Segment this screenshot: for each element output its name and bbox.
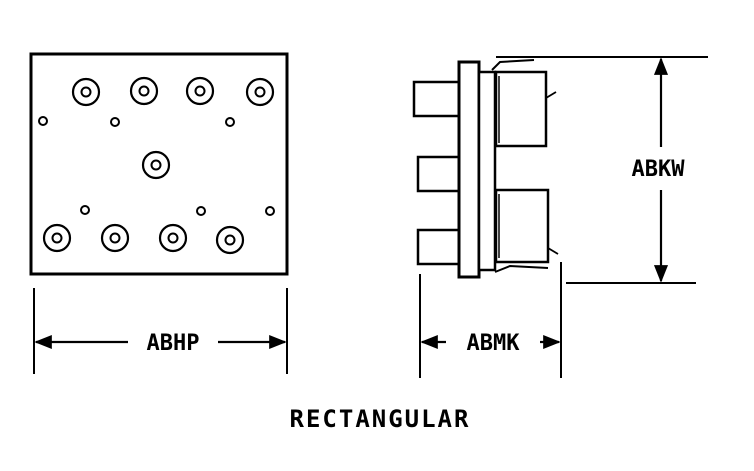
- mounting-hole: [38, 116, 48, 126]
- mounting-hole: [110, 117, 120, 127]
- contact-housing-upper: [491, 59, 557, 148]
- contact-housing-lower: [494, 188, 559, 273]
- contact-top-4: [245, 77, 275, 107]
- figure-caption: RECTANGULAR: [290, 405, 471, 433]
- contact-bottom-3: [158, 223, 188, 253]
- contact-top-2: [129, 76, 159, 106]
- connector-pin-bottom: [416, 228, 462, 266]
- dimension-abkw: ABKW: [496, 56, 708, 284]
- contact-bottom-2: [100, 223, 130, 253]
- mounting-hole: [196, 206, 206, 216]
- connector-body: [477, 70, 497, 272]
- connector-flange: [457, 60, 481, 279]
- dimension-abmk: ABMK: [419, 262, 562, 378]
- mounting-hole: [265, 206, 275, 216]
- mounting-hole: [225, 117, 235, 127]
- contact-top-3: [185, 76, 215, 106]
- mounting-hole: [80, 205, 90, 215]
- contact-bottom-4: [215, 225, 245, 255]
- contact-bottom-1: [42, 223, 72, 253]
- dimension-label-abkw: ABKW: [632, 157, 686, 182]
- connector-pin-middle: [416, 155, 462, 193]
- front-view: [29, 52, 289, 276]
- dimension-abhp: ABHP: [33, 288, 288, 374]
- contact-top-1: [71, 77, 101, 107]
- dimension-label-abhp: ABHP: [147, 331, 200, 356]
- connector-pin-top: [412, 80, 462, 118]
- contact-center: [141, 150, 171, 180]
- side-view: [412, 59, 559, 279]
- dimension-label-abmk: ABMK: [467, 331, 521, 356]
